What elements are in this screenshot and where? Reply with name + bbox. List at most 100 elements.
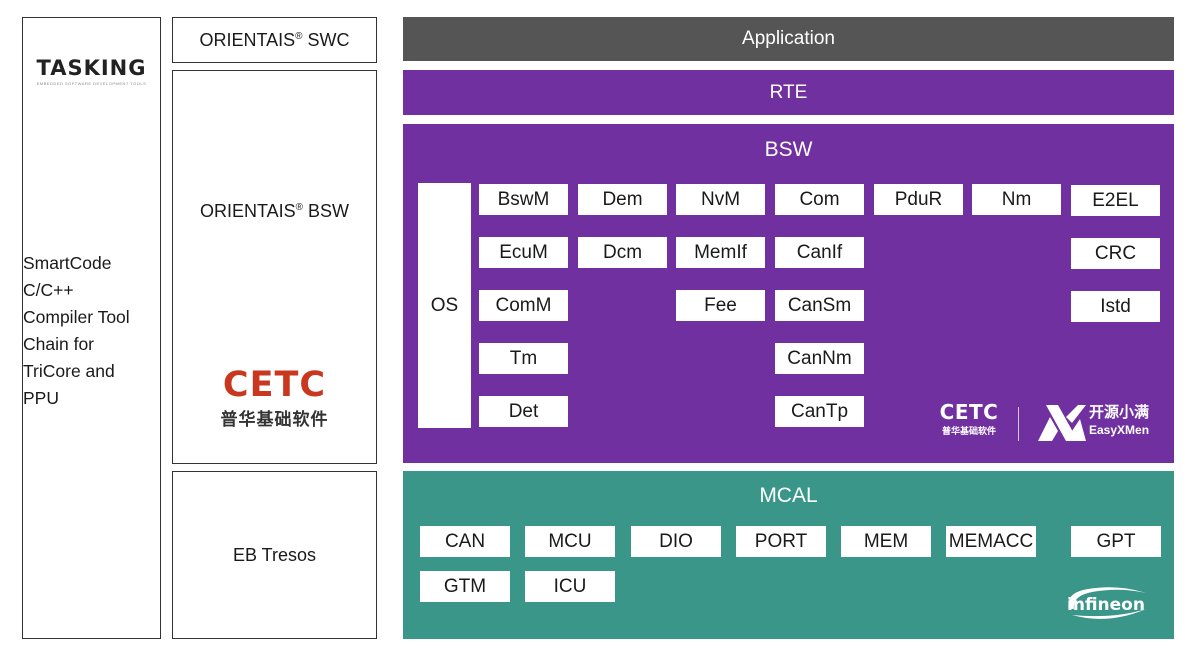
bsw-module-canif: CanIf (775, 237, 864, 268)
bsw-module-label: PduR (894, 188, 943, 210)
bsw-module-label: Com (799, 188, 840, 210)
bsw-module-nm: Nm (972, 184, 1061, 215)
os-label: OS (430, 294, 459, 316)
mcal-module-can: CAN (420, 526, 510, 557)
bsw-module-fee: Fee (676, 290, 765, 321)
bsw-module-bswm: BswM (479, 184, 568, 215)
mcal-module-label: CAN (444, 530, 486, 552)
toolchain-line: PPU (23, 388, 59, 408)
mcal-module-mem: MEM (841, 526, 931, 557)
mcal-module-label: PORT (754, 530, 808, 552)
bsw-module-label: MemIf (694, 241, 747, 263)
bsw-module-label: CanNm (787, 347, 852, 369)
easyxmen-mark-icon (1038, 405, 1086, 441)
bsw-module-tm: Tm (479, 343, 568, 374)
os-module: OS (418, 183, 471, 428)
cetc-logo-small: CETC 普华基础软件 (938, 401, 1000, 437)
cetc-logo: CETC 普华基础软件 (173, 367, 376, 430)
bsw-module-label: Nm (1001, 188, 1032, 210)
mcal-module-label: MCU (548, 530, 592, 552)
toolchain-line: TriCore and (23, 361, 115, 381)
bsw-module-label: Dcm (602, 241, 643, 263)
mcal-module-icu: ICU (525, 571, 615, 602)
bsw-module-label: ComM (495, 294, 552, 316)
tasking-logo: TASKING EMBEDDED SOFTWARE DEVELOPMENT TO… (23, 56, 160, 86)
toolchain-line: SmartCode (23, 253, 112, 273)
bsw-module-label: Istd (1100, 295, 1131, 317)
mcal-module-label: GPT (1096, 530, 1136, 552)
application-label: Application (742, 28, 835, 49)
cetc-wordmark-part2: TC (274, 365, 327, 405)
rte-label: RTE (769, 81, 808, 103)
bsw-module-label: CanTp (790, 400, 849, 422)
bsw-module-label: Det (508, 400, 539, 422)
cetc-wordmark: CETC (173, 367, 376, 403)
tasking-wordmark: TASKING (36, 56, 147, 80)
bsw-module-memif: MemIf (676, 237, 765, 268)
orientais-bsw-box: ORIENTAIS® BSW CETC 普华基础软件 (172, 70, 377, 464)
logo-divider (1018, 407, 1019, 441)
bsw-module-det: Det (479, 396, 568, 427)
cetc-small-wordmark: CETC (939, 400, 999, 424)
mcal-module-memacc: MEMACC (946, 526, 1036, 557)
bsw-module-pdur: PduR (874, 184, 963, 215)
bsw-logos: CETC 普华基础软件 开源小满 EasyXMen (938, 401, 1163, 449)
bsw-module-label: E2EL (1092, 189, 1139, 211)
mcal-module-mcu: MCU (525, 526, 615, 557)
bsw-module-e2el: E2EL (1071, 185, 1160, 216)
bsw-module-label: Fee (704, 294, 737, 316)
toolchain-panel: TASKING EMBEDDED SOFTWARE DEVELOPMENT TO… (22, 17, 161, 639)
bsw-module-label: BswM (497, 188, 550, 210)
cetc-subtitle: 普华基础软件 (220, 410, 329, 429)
application-layer: Application (403, 17, 1174, 61)
infineon-wordmark: infineon (1067, 595, 1145, 615)
mcal-module-label: MEM (863, 530, 909, 552)
bsw-module-istd: Istd (1071, 291, 1160, 322)
bsw-module-nvm: NvM (676, 184, 765, 215)
toolchain-description: SmartCode C/C++ Compiler Tool Chain for … (23, 250, 160, 412)
swc-suffix: SWC (307, 29, 350, 50)
mcal-module-label: DIO (659, 530, 693, 552)
bsw-module-label: CanIf (796, 241, 843, 263)
infineon-logo: infineon (1067, 587, 1146, 619)
bsw-module-label: EcuM (499, 241, 548, 263)
bsw-module-cannm: CanNm (775, 343, 864, 374)
easyxmen-text: 开源小满 EasyXMen (1089, 404, 1149, 438)
tasking-tagline: EMBEDDED SOFTWARE DEVELOPMENT TOOLS (36, 81, 147, 86)
bsw-brand: ORIENTAIS (199, 201, 296, 221)
bsw-module-label: Dem (602, 188, 643, 210)
bsw-module-label: CRC (1094, 242, 1137, 264)
mcal-module-label: MEMACC (948, 530, 1034, 552)
config-tool-box: EB Tresos (172, 471, 377, 639)
bsw-module-cantp: CanTp (775, 396, 864, 427)
mcal-module-label: ICU (553, 575, 587, 597)
bsw-module-ecum: EcuM (479, 237, 568, 268)
config-tool-label: EB Tresos (232, 544, 317, 565)
rte-layer: RTE (403, 70, 1174, 115)
bsw-module-cansm: CanSm (775, 290, 864, 321)
bsw-module-com: Com (775, 184, 864, 215)
bsw-module-dcm: Dcm (578, 237, 667, 268)
bsw-module-comm: ComM (479, 290, 568, 321)
swc-label: ORIENTAIS® SWC (199, 30, 349, 51)
toolchain-line: C/C++ (23, 280, 74, 300)
easyxmen-cn: 开源小满 (1089, 404, 1150, 421)
bsw-module-label: Tm (509, 347, 538, 369)
bsw-module-dem: Dem (578, 184, 667, 215)
toolchain-line: Chain for (23, 334, 95, 354)
easyxmen-en: EasyXMen (1089, 423, 1150, 437)
bsw-side-label: ORIENTAIS® BSW (173, 201, 376, 222)
registered-mark: ® (295, 202, 304, 213)
registered-mark: ® (295, 30, 303, 42)
bsw-suffix: BSW (308, 201, 350, 221)
orientais-swc-box: ORIENTAIS® SWC (172, 17, 377, 63)
cetc-wordmark-part1: CE (222, 365, 275, 405)
bsw-module-label: CanSm (787, 294, 852, 316)
toolchain-line: Compiler Tool (23, 307, 130, 327)
cetc-small-subtitle: 普华基础软件 (941, 426, 996, 436)
mcal-module-port: PORT (736, 526, 826, 557)
bsw-module-label: NvM (700, 188, 741, 210)
mcal-module-gtm: GTM (420, 571, 510, 602)
